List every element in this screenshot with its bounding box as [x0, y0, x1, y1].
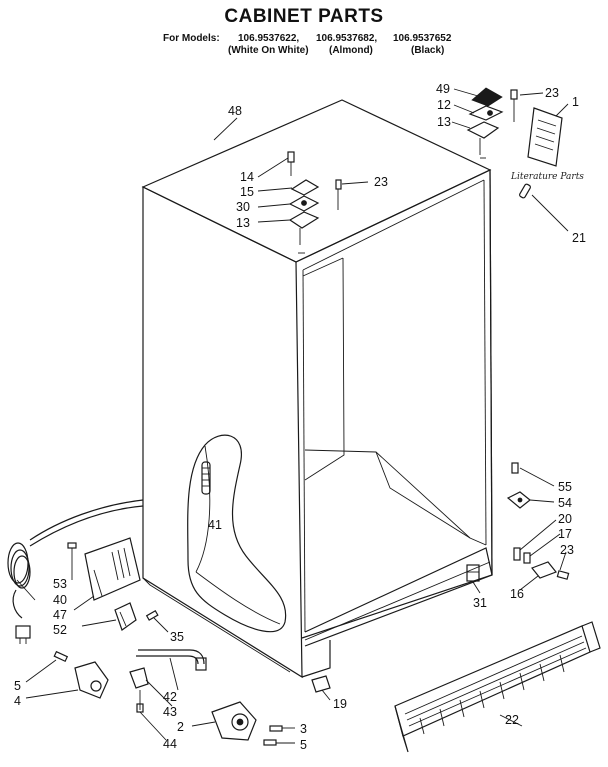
callout-16: 16	[510, 587, 524, 601]
model-color-1: (White On White)	[228, 45, 309, 56]
clip-19	[311, 675, 331, 693]
callout-2: 2	[177, 720, 184, 734]
cabinet-body	[141, 99, 493, 679]
callout-21: 21	[572, 231, 586, 245]
callout-12: 12	[437, 98, 451, 112]
top-right-hinge-parts	[466, 87, 518, 155]
models-label: For Models:	[163, 33, 220, 44]
callout-3: 3	[300, 722, 307, 736]
callout-19: 19	[333, 697, 347, 711]
literature-label: Literature Parts	[510, 172, 584, 182]
callout-43: 43	[163, 705, 177, 719]
callout-42: 42	[163, 690, 177, 704]
model-number-1: 106.9537622,	[238, 33, 300, 44]
callout-4: 4	[14, 694, 21, 708]
callout-17: 17	[558, 527, 572, 541]
callout-23-top: 23	[545, 86, 559, 100]
callout-40: 40	[53, 593, 67, 607]
roller-assembly	[211, 701, 283, 746]
callout-22: 22	[505, 713, 519, 727]
leader-lines	[16, 88, 569, 744]
callout-48: 48	[228, 104, 242, 118]
callout-44: 44	[163, 737, 177, 751]
model-number-3: 106.9537652	[393, 33, 452, 44]
callout-41: 41	[208, 518, 222, 532]
leveling-parts	[53, 649, 207, 713]
callout-55: 55	[558, 480, 572, 494]
callout-47: 47	[53, 608, 67, 622]
cutaway-view	[187, 434, 287, 633]
power-cord-assembly	[7, 499, 144, 644]
base-grille	[394, 621, 601, 753]
callout-13-center: 13	[236, 216, 250, 230]
model-number-2: 106.9537682,	[316, 33, 378, 44]
callout-30: 30	[236, 200, 250, 214]
electrical-box	[67, 537, 141, 631]
page-title: CABINET PARTS	[224, 6, 384, 27]
callout-15: 15	[240, 185, 254, 199]
literature-booklet: Literature Parts	[510, 107, 584, 182]
callout-52: 52	[53, 623, 67, 637]
callout-31: 31	[473, 596, 487, 610]
callout-49: 49	[436, 82, 450, 96]
callout-5-bottom: 5	[300, 738, 307, 752]
harness-41	[201, 461, 211, 495]
callout-1: 1	[572, 95, 579, 109]
model-color-3: (Black)	[411, 45, 445, 56]
callout-5-left: 5	[14, 679, 21, 693]
callout-14: 14	[240, 170, 254, 184]
callout-54: 54	[558, 496, 572, 510]
model-color-2: (Almond)	[329, 45, 373, 56]
callout-53: 53	[53, 577, 67, 591]
callout-35: 35	[170, 630, 184, 644]
callout-13-top: 13	[437, 115, 451, 129]
callout-23-center: 23	[374, 175, 388, 189]
callout-labels: 48 49 12 13 23 1 14 15 30 13 23 21 41 55…	[14, 82, 586, 752]
clip-21	[519, 183, 531, 199]
top-center-hinge-parts	[287, 151, 342, 245]
callout-20: 20	[558, 512, 572, 526]
callout-23-right: 23	[560, 543, 574, 557]
